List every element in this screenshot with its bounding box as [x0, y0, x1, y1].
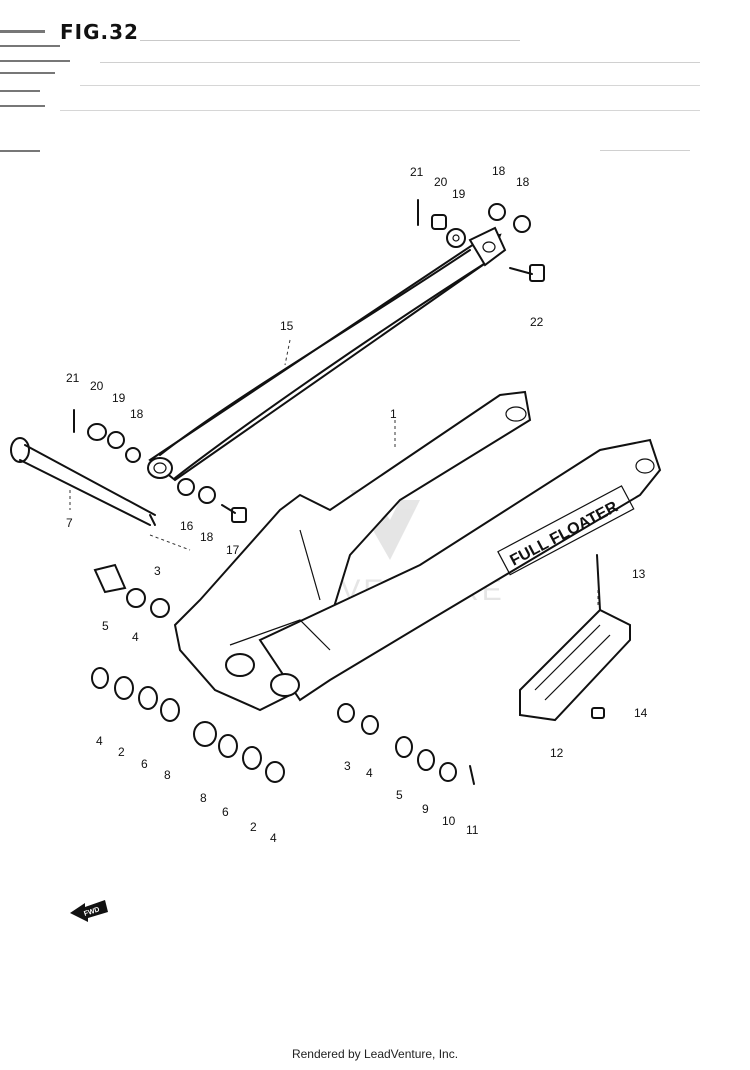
- callout-7: 7: [66, 516, 73, 530]
- torque-rod-15: [147, 226, 507, 482]
- fwd-arrow-icon: FWD: [70, 900, 108, 922]
- callout-8-b: 8: [200, 791, 207, 805]
- figure-title: FIG.32: [60, 20, 139, 44]
- lower-left-bearings: [91, 667, 285, 783]
- callout-13: 13: [632, 567, 646, 581]
- callout-15: 15: [280, 319, 294, 333]
- callout-20-left: 20: [90, 379, 104, 393]
- callout-12: 12: [550, 746, 564, 760]
- left-hardware: [73, 409, 141, 463]
- callout-1: 1: [390, 407, 397, 421]
- callout-4-a: 4: [96, 734, 103, 748]
- leader-lines: [69, 339, 599, 605]
- callout-22: 22: [530, 315, 544, 329]
- callout-18-top-a: 18: [492, 164, 506, 178]
- callout-8-a: 8: [164, 768, 171, 782]
- callout-4-left: 4: [132, 630, 139, 644]
- callout-19-left: 19: [112, 391, 126, 405]
- callout-10: 10: [442, 814, 456, 828]
- callout-21-left: 21: [66, 371, 80, 385]
- callout-18-left: 18: [130, 407, 144, 421]
- callout-21-top: 21: [410, 165, 424, 179]
- fwd-label: FWD: [83, 906, 100, 918]
- callout-4-right: 4: [366, 766, 373, 780]
- callout-11: 11: [466, 823, 479, 837]
- callout-18-mid: 18: [200, 530, 214, 544]
- callout-3-left: 3: [154, 564, 161, 578]
- callout-18-top-b: 18: [516, 175, 530, 189]
- left-bearing-stack: [93, 563, 170, 618]
- upper-hardware: [417, 199, 545, 282]
- callout-4-b: 4: [270, 831, 277, 845]
- callout-17: 17: [226, 543, 240, 557]
- callout-6-b: 6: [222, 805, 229, 819]
- callout-2-a: 2: [118, 745, 125, 759]
- lower-right-bearings: [337, 703, 475, 785]
- callout-labels: 1 21 20 19 18 18 22 15 21 20 19 18 7 16 …: [66, 164, 648, 845]
- callout-3-right: 3: [344, 759, 351, 773]
- callout-20-top: 20: [434, 175, 448, 189]
- callout-2-b: 2: [250, 820, 257, 834]
- pivot-shaft-7: [10, 437, 156, 526]
- chain-slider-12: [519, 554, 631, 722]
- callout-9: 9: [422, 802, 429, 816]
- callout-5-left: 5: [102, 619, 109, 633]
- footer-credit: Rendered by LeadVenture, Inc.: [291, 1047, 459, 1061]
- callout-19-top: 19: [452, 187, 466, 201]
- callout-16: 16: [180, 519, 194, 533]
- scan-noise: [0, 30, 700, 152]
- callout-5-right: 5: [396, 788, 403, 802]
- mid-hardware: [177, 478, 247, 523]
- callout-14: 14: [634, 706, 648, 720]
- callout-6-a: 6: [141, 757, 148, 771]
